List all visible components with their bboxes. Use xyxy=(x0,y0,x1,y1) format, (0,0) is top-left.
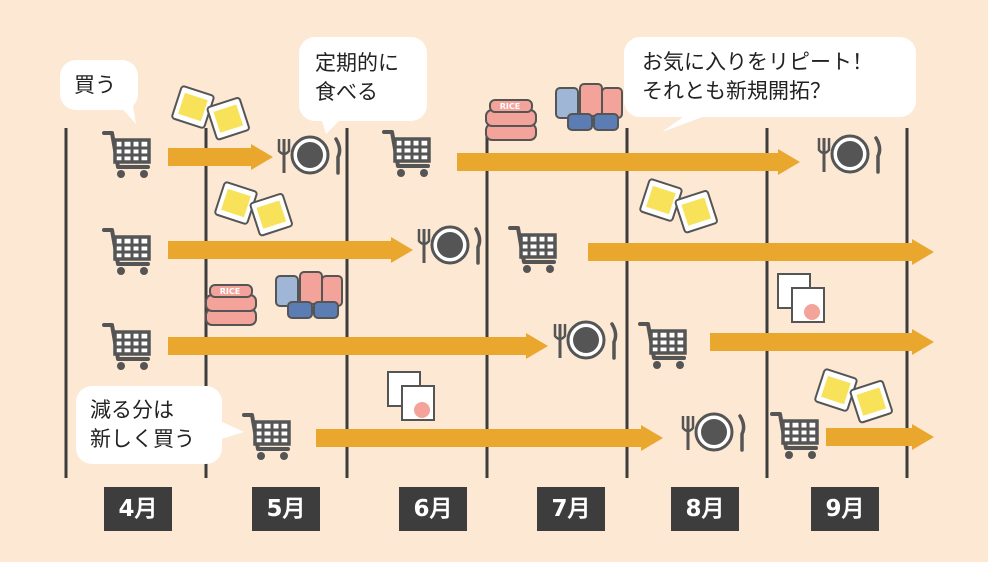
cart-icon xyxy=(102,131,151,180)
arrow-1 xyxy=(457,149,800,175)
month-label-aug: 8月 xyxy=(671,487,739,531)
month-label-jun: 6月 xyxy=(399,487,467,531)
bubble-buy-line1: 買う xyxy=(74,73,116,97)
plate-icon xyxy=(817,134,882,174)
cart-icon xyxy=(638,322,687,371)
rice-pack-icon xyxy=(205,284,257,326)
speech-bubble-reduce: 減る分は 新しく買う xyxy=(76,386,222,464)
speech-bubble-buy: 買う xyxy=(60,60,138,110)
bubble-reduce-line2: 新しく買う xyxy=(90,427,195,451)
speech-bubble-repeat: お気に入りをリピート！ それとも新規開拓？ xyxy=(624,37,916,117)
bubble-tail-2 xyxy=(662,112,716,132)
month-divider-lines xyxy=(64,128,909,478)
canned-food-icon xyxy=(555,83,623,131)
pouch-food-icon xyxy=(813,367,894,425)
plate-icon xyxy=(417,225,482,265)
month-label-sep: 9月 xyxy=(811,487,879,531)
bubble-eat-line1: 定期的に xyxy=(315,51,399,75)
bubble-tails xyxy=(118,100,716,440)
cart-icon xyxy=(770,412,819,461)
cart-icon xyxy=(102,323,151,372)
diagram-icons xyxy=(102,83,894,462)
bubble-repeat-line1: お気に入りをリピート！ xyxy=(642,50,873,74)
canned-food-icon xyxy=(275,271,343,319)
month-label-may: 5月 xyxy=(252,487,320,531)
arrow-3 xyxy=(588,239,934,265)
bubble-reduce-line1: 減る分は xyxy=(90,398,174,422)
month-label-apr: 4月 xyxy=(104,487,172,531)
arrow-0 xyxy=(168,144,273,170)
rice-pack-icon xyxy=(485,99,537,141)
arrow-7 xyxy=(826,424,934,450)
arrow-2 xyxy=(168,237,413,263)
cart-icon xyxy=(242,413,291,462)
cart-icon xyxy=(382,130,431,179)
pouch-food-icon xyxy=(170,84,251,142)
arrow-4 xyxy=(168,333,548,359)
arrow-5 xyxy=(710,329,934,355)
timeline-arrows xyxy=(168,144,934,451)
bubble-eat-line2: 食べる xyxy=(315,80,378,104)
box-food-icon xyxy=(387,371,435,421)
speech-bubble-eat: 定期的に 食べる xyxy=(299,37,427,121)
pouch-food-icon xyxy=(638,177,719,235)
box-food-icon xyxy=(777,273,825,323)
bubble-tail-3 xyxy=(218,420,244,440)
cart-icon xyxy=(102,228,151,277)
bubble-repeat-line2: それとも新規開拓？ xyxy=(642,79,831,103)
cart-icon xyxy=(508,226,557,275)
month-label-jul: 7月 xyxy=(537,487,605,531)
arrow-6 xyxy=(316,425,663,451)
plate-icon xyxy=(277,135,342,175)
pouch-food-icon xyxy=(213,180,294,238)
plate-icon xyxy=(681,412,746,452)
plate-icon xyxy=(553,320,618,360)
